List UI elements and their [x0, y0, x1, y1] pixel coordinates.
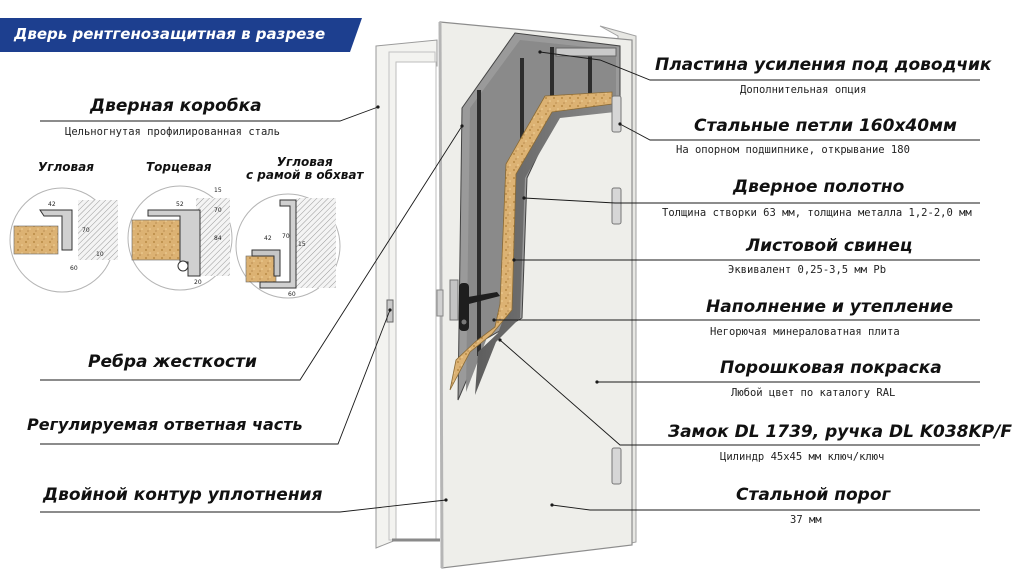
dim-corner-60: 60	[70, 265, 78, 272]
threshold-subtitle: 37 мм	[790, 514, 822, 526]
leader-dots	[376, 50, 622, 507]
insulation-subtitle: Негорючая минераловатная плита	[710, 326, 900, 338]
strike-title: Регулируемая ответная часть	[27, 415, 303, 434]
leaf-subtitle: Толщина створки 63 мм, толщина металла 1…	[662, 207, 972, 219]
leader-lines	[40, 51, 980, 513]
closer-plate-title: Пластина усиления под доводчик	[655, 55, 992, 75]
profile-end: 52 15 84 20 70	[127, 185, 233, 291]
lock-subtitle: Цилиндр 45х45 мм ключ/ключ	[720, 451, 885, 463]
profile-wrap: 42 70 60 15	[235, 193, 341, 299]
lead-title: Листовой свинец	[746, 236, 913, 256]
seal-title: Двойной контур уплотнения	[43, 485, 323, 505]
dim-wrap-42: 42	[264, 235, 272, 242]
profile-corner: 42 60 10 70	[9, 187, 118, 293]
leaf-title: Дверное полотно	[733, 177, 905, 197]
hinges-subtitle: На опорном подшипнике, открывание 180	[676, 144, 910, 156]
dim-end-52: 52	[176, 201, 184, 208]
threshold-title: Стальной порог	[736, 485, 891, 505]
lock-title: Замок DL 1739, ручка DL K038KP/F	[668, 422, 1012, 442]
dim-wrap-60: 60	[288, 291, 296, 298]
hinges	[611, 95, 622, 485]
title-banner	[0, 18, 362, 52]
dim-corner-42: 42	[48, 201, 56, 208]
hinges-title: Стальные петли 160х40мм	[694, 116, 957, 136]
profile-end-label: Торцевая	[146, 160, 212, 174]
profile-wrap-label: Угловая с рамой в обхват	[246, 155, 364, 182]
dim-end-84: 84	[214, 235, 222, 242]
dim-wrap-70: 70	[282, 233, 290, 240]
paint-title: Порошковая покраска	[720, 358, 942, 378]
dim-end-15: 15	[214, 187, 222, 194]
cutaway-section	[449, 32, 621, 401]
closer-plate	[555, 47, 617, 57]
dim-wrap-15: 15	[298, 241, 306, 248]
dim-corner-70: 70	[82, 227, 90, 234]
insulation-title: Наполнение и утепление	[706, 297, 954, 317]
dim-corner-10: 10	[96, 251, 104, 258]
dim-end-20: 20	[194, 279, 202, 286]
paint-subtitle: Любой цвет по каталогу RAL	[731, 387, 896, 399]
ribs-title: Ребра жесткости	[88, 352, 257, 372]
banner-title: Дверь рентгенозащитная в разрезе	[14, 25, 326, 43]
frame-subtitle: Цельногнутая профилированная сталь	[65, 126, 280, 138]
lock-handle	[436, 279, 500, 331]
dim-end-70: 70	[214, 207, 222, 214]
profile-corner-label: Угловая	[38, 160, 94, 174]
closer-plate-subtitle: Дополнительная опция	[740, 84, 867, 96]
lead-sheet	[475, 100, 615, 395]
insulation-fill	[449, 91, 613, 391]
frame-title: Дверная коробка	[90, 96, 262, 116]
lead-subtitle: Эквивалент 0,25-3,5 мм Pb	[728, 264, 887, 276]
